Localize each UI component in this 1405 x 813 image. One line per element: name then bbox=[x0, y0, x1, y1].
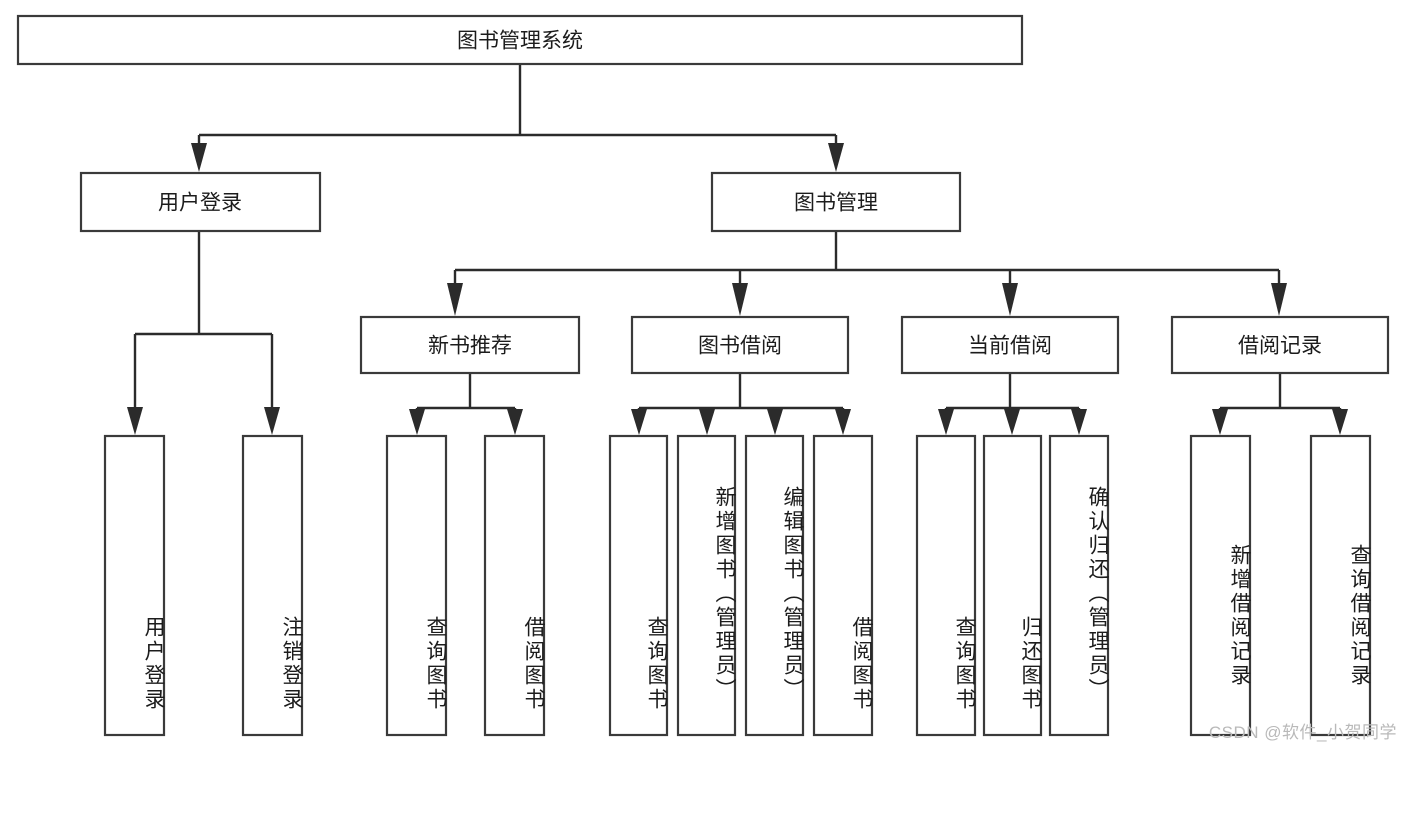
arrow-head-query-book-1 bbox=[409, 409, 425, 435]
arrow-head-user-logout bbox=[264, 407, 280, 435]
node-box-query-book-3[interactable] bbox=[915, 434, 977, 737]
node-book-borrow[interactable]: 图书借阅 bbox=[630, 315, 850, 375]
node-box-query-borrow-record[interactable] bbox=[1309, 434, 1372, 737]
connector-group-root bbox=[191, 64, 844, 172]
connector-group-book-borrow bbox=[631, 373, 851, 435]
flowchart-canvas: 图书管理系统 用户登录 图书管理 新书推荐 图书借阅 当前借阅 借阅记录 bbox=[16, 14, 1397, 742]
arrow-head-edit-book-admin bbox=[767, 409, 783, 435]
node-box-query-book-1[interactable] bbox=[385, 434, 448, 737]
arrow-head-query-book-3 bbox=[938, 409, 954, 435]
arrow-head-confirm-return-admin bbox=[1071, 409, 1087, 435]
arrow-head-new-book-recommend bbox=[447, 283, 463, 316]
arrow-head-add-borrow-record bbox=[1212, 409, 1228, 435]
node-box-query-book-2[interactable] bbox=[608, 434, 669, 737]
arrow-head-return-book bbox=[1004, 409, 1020, 435]
node-box-user-login[interactable] bbox=[79, 171, 322, 233]
node-box-new-book-recommend[interactable] bbox=[359, 315, 581, 375]
node-label-book-manage: 图书管理 bbox=[794, 192, 878, 215]
node-label-new-book-recommend: 新书推荐 bbox=[428, 335, 512, 358]
node-box-book-borrow[interactable] bbox=[630, 315, 850, 375]
node-label-root: 图书管理系统 bbox=[457, 30, 583, 53]
arrow-head-query-borrow-record bbox=[1332, 409, 1348, 435]
node-box-borrow-book-1[interactable] bbox=[483, 434, 546, 737]
arrow-head-book-borrow bbox=[732, 283, 748, 316]
arrow-head-borrow-book-1 bbox=[507, 409, 523, 435]
node-box-book-manage[interactable] bbox=[710, 171, 962, 233]
arrow-head-borrow-record bbox=[1271, 283, 1287, 316]
node-label-user-login: 用户登录 bbox=[158, 192, 242, 215]
node-box-borrow-record[interactable] bbox=[1170, 315, 1390, 375]
node-label-current-borrow: 当前借阅 bbox=[968, 335, 1052, 358]
arrow-head-query-book-2 bbox=[631, 409, 647, 435]
node-box-return-book[interactable] bbox=[982, 434, 1043, 737]
node-book-manage[interactable]: 图书管理 bbox=[710, 171, 962, 233]
arrow-head-add-book-admin bbox=[699, 409, 715, 435]
node-box-current-borrow[interactable] bbox=[900, 315, 1120, 375]
node-label-book-borrow: 图书借阅 bbox=[698, 335, 782, 358]
node-box-user-logout[interactable] bbox=[241, 434, 304, 737]
node-box-borrow-book-2[interactable] bbox=[812, 434, 874, 737]
connector-group-current-borrow bbox=[938, 373, 1087, 435]
flowchart-svg: 图书管理系统 用户登录 图书管理 新书推荐 图书借阅 当前借阅 借阅记录 bbox=[16, 14, 1390, 737]
node-box-add-book-admin[interactable] bbox=[676, 434, 737, 737]
arrow-head-borrow-book-2 bbox=[835, 409, 851, 435]
node-box-user-login-do[interactable] bbox=[103, 434, 166, 737]
connector-group-user-login bbox=[127, 231, 280, 435]
connector-group-new-book-recommend bbox=[409, 373, 523, 435]
node-current-borrow[interactable]: 当前借阅 bbox=[900, 315, 1120, 375]
arrow-head-book-manage bbox=[828, 143, 844, 172]
node-box-confirm-return-admin[interactable] bbox=[1048, 434, 1110, 737]
node-new-book-recommend[interactable]: 新书推荐 bbox=[359, 315, 581, 375]
connector-group-borrow-record bbox=[1212, 373, 1348, 435]
node-box-edit-book-admin[interactable] bbox=[744, 434, 805, 737]
watermark-text: CSDN @软件_小贺同学 bbox=[1208, 723, 1397, 742]
connector-group-book-manage bbox=[447, 231, 1287, 316]
node-box-add-borrow-record[interactable] bbox=[1189, 434, 1252, 737]
node-box-root[interactable] bbox=[16, 14, 1024, 66]
node-borrow-record[interactable]: 借阅记录 bbox=[1170, 315, 1390, 375]
node-user-login[interactable]: 用户登录 bbox=[79, 171, 322, 233]
arrow-head-current-borrow bbox=[1002, 283, 1018, 316]
node-root[interactable]: 图书管理系统 bbox=[16, 14, 1024, 66]
arrow-head-user-login bbox=[191, 143, 207, 172]
arrow-head-user-login-do bbox=[127, 407, 143, 435]
node-label-borrow-record: 借阅记录 bbox=[1238, 335, 1322, 358]
